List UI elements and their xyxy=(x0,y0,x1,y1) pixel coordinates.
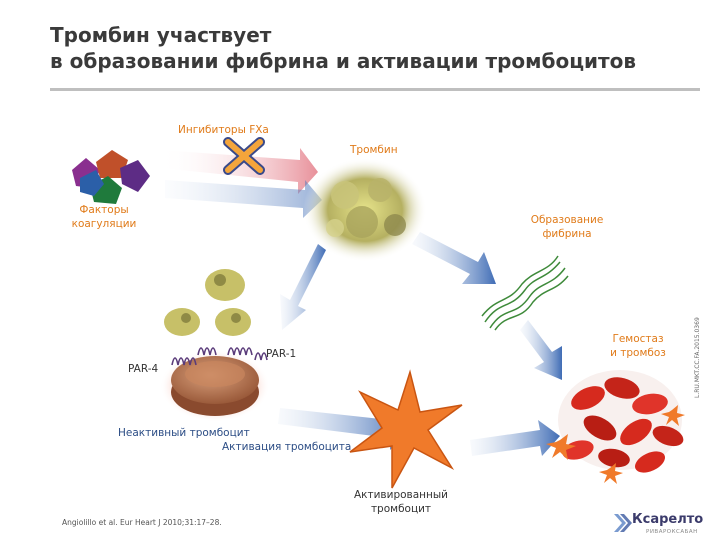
document-code: L.RU.MKT.CC.FA.2015.0369 xyxy=(694,317,701,398)
activated-platelet-label-line-2: тромбоцит xyxy=(370,503,432,515)
platelet-to-clot-arrow xyxy=(470,420,560,456)
title-divider xyxy=(50,88,700,91)
hemostasis-label-line-1: Гемостаз xyxy=(612,333,664,345)
thrombin-label: Тромбин xyxy=(350,144,398,156)
platelet-activation-label: Активация тромбоцита xyxy=(222,441,352,453)
factors-label: Факторы коагуляции xyxy=(68,203,140,231)
inhibitors-label: Ингибиторы FXa xyxy=(178,124,269,136)
inactive-platelet-label: Неактивный тромбоцит xyxy=(118,427,250,439)
par4-label: PAR-4 xyxy=(128,363,159,375)
thrombin-to-fibrin-arrow xyxy=(412,232,496,284)
xarelto-logo-icon xyxy=(614,514,632,532)
citation: Angiolillo et al. Eur Heart J 2010;31:17… xyxy=(62,518,222,527)
factors-to-thrombin-arrow xyxy=(160,148,318,194)
activated-platelet-label-line-1: Активированный xyxy=(353,489,449,501)
fibrin-to-clot-arrow xyxy=(520,320,562,380)
title-line-1: Тромбин участвует xyxy=(50,23,272,47)
logo-subtitle: РИВАРОКСАБАН xyxy=(646,529,698,535)
title-line-2: в образовании фибрина и активации тромбо… xyxy=(50,49,637,73)
fibrin-label-line-1: Образование xyxy=(530,214,604,226)
hemostasis-label: Гемостаз и тромбоз xyxy=(596,332,680,360)
fibrin-strands-icon xyxy=(481,255,569,331)
thrombin-molecule-icon xyxy=(303,158,427,262)
factors-label-line-2: коагуляции xyxy=(71,218,137,230)
thrombin-to-par-arrow xyxy=(280,244,326,330)
hemostasis-label-line-2: и тромбоз xyxy=(610,347,666,359)
activated-platelet-label: Активированный тромбоцит xyxy=(346,488,456,516)
activated-platelet-icon xyxy=(349,369,463,489)
fibrin-label: Образование фибрина xyxy=(522,213,612,241)
activation-arrow xyxy=(278,408,412,450)
bound-thrombin-icons xyxy=(164,269,251,336)
factors-label-line-1: Факторы xyxy=(79,204,129,216)
fibrin-label-line-2: фибрина xyxy=(542,228,592,240)
par1-label: PAR-1 xyxy=(266,348,297,360)
page-title: Тромбин участвует в образовании фибрина … xyxy=(50,22,690,74)
par-receptors-icon xyxy=(171,347,268,366)
factors-to-thrombin-blue-arrow xyxy=(165,180,322,218)
logo-name: Ксарелто xyxy=(632,512,704,527)
inactive-platelet-icon xyxy=(160,350,270,422)
blood-clot-icon xyxy=(546,370,685,484)
coagulation-factors-icon xyxy=(72,150,150,204)
inhibitor-x-icon xyxy=(223,137,265,175)
